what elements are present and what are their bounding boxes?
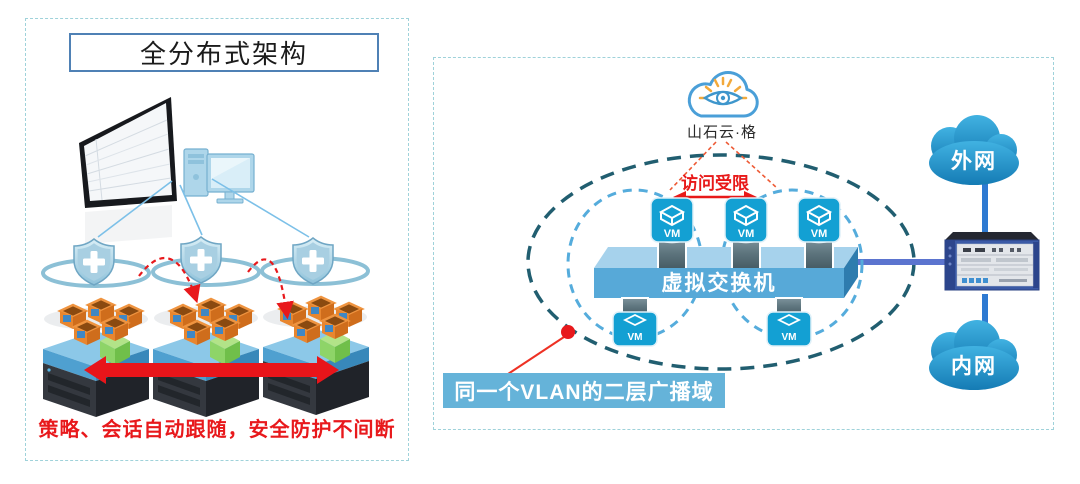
vm-unit-top-3: VM bbox=[797, 197, 841, 273]
shield-cross-icon-2 bbox=[180, 236, 222, 284]
vm-unit-bottom-1: VM bbox=[612, 297, 658, 347]
lan-label: 内网 bbox=[951, 354, 997, 378]
vm-unit-bottom-2: VM bbox=[766, 297, 812, 347]
eye-cloud-icon bbox=[687, 71, 759, 118]
right-panel-vlan-domain: 山石云·格 访问受限 bbox=[433, 57, 1054, 430]
virtual-switch-label: 虚拟交换机 bbox=[662, 271, 777, 295]
firewall-chassis-icon bbox=[944, 232, 1040, 291]
right-panel-drawing: 山石云·格 访问受限 bbox=[507, 71, 1040, 390]
left-panel-title: 全分布式架构 bbox=[139, 39, 308, 69]
cloud-service-label: 山石云·格 bbox=[687, 124, 757, 141]
monitor-reflection bbox=[85, 205, 172, 244]
access-restricted-label: 访问受限 bbox=[681, 173, 749, 193]
vlan-broadcast-domain-label: 同一个VLAN的二层广播域 bbox=[443, 373, 725, 408]
vm-label: VM bbox=[738, 228, 755, 240]
admin-pc-icon bbox=[183, 148, 255, 204]
failover-double-arrow bbox=[84, 356, 339, 384]
lan-cloud-icon: 内网 bbox=[929, 320, 1019, 390]
vm-unit-top-2: VM bbox=[724, 197, 768, 273]
vm-label: VM bbox=[664, 228, 681, 240]
vm-boxes bbox=[57, 297, 145, 345]
vm-label: VM bbox=[782, 332, 797, 343]
restricted-links bbox=[669, 141, 778, 191]
vm-label: VM bbox=[811, 228, 828, 240]
callout-dot bbox=[561, 325, 575, 339]
left-panel-drawing bbox=[41, 97, 370, 417]
shield-cross-icon-1 bbox=[73, 238, 115, 286]
vm-boxes bbox=[277, 295, 365, 343]
vm-label: VM bbox=[628, 332, 643, 343]
session-follow-arrow-1 bbox=[138, 257, 201, 304]
callout-line bbox=[507, 336, 565, 375]
vm-unit-top-1: VM bbox=[650, 197, 694, 273]
virtual-switch: 虚拟交换机 bbox=[594, 247, 858, 298]
dashboard-monitor bbox=[79, 97, 177, 208]
session-follow-arrow-2 bbox=[247, 258, 294, 320]
left-panel-caption: 策略、会话自动跟随，安全防护不间断 bbox=[38, 419, 396, 441]
left-panel-distributed-architecture: 全分布式架构 bbox=[25, 18, 409, 461]
wan-cloud-icon: 外网 bbox=[929, 115, 1019, 185]
wan-label: 外网 bbox=[951, 149, 997, 173]
left-panel-title-box: 全分布式架构 bbox=[69, 33, 379, 72]
vm-boxes bbox=[167, 297, 255, 345]
management-links bbox=[97, 178, 310, 238]
shield-cross-icon-3 bbox=[292, 237, 334, 285]
